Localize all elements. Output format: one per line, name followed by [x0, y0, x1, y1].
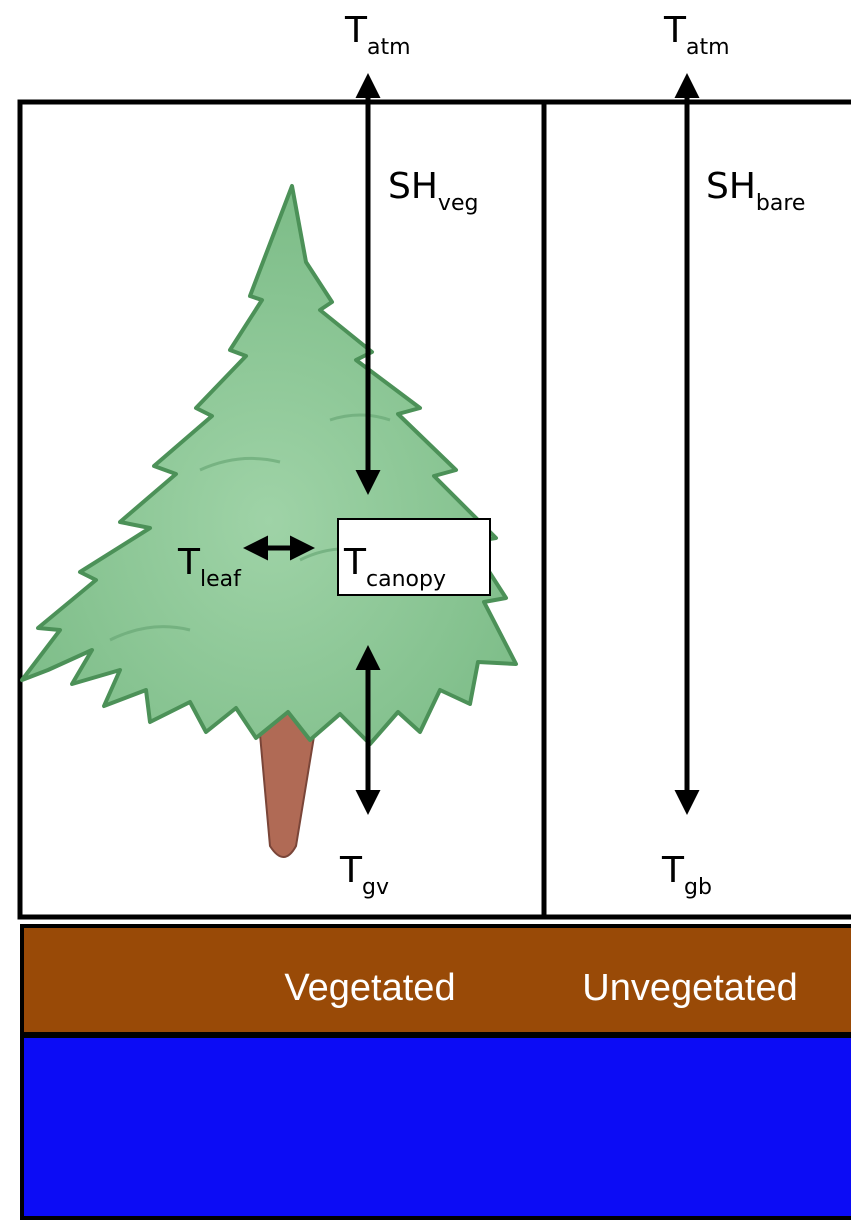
t-atm-left-label: Tatm [344, 10, 411, 60]
unvegetated-column [544, 102, 851, 917]
vegetated-label: Vegetated [284, 967, 455, 1009]
unvegetated-label: Unvegetated [582, 967, 798, 1009]
water-layer [22, 1036, 851, 1218]
t-atm-right-label: Tatm [663, 10, 730, 60]
